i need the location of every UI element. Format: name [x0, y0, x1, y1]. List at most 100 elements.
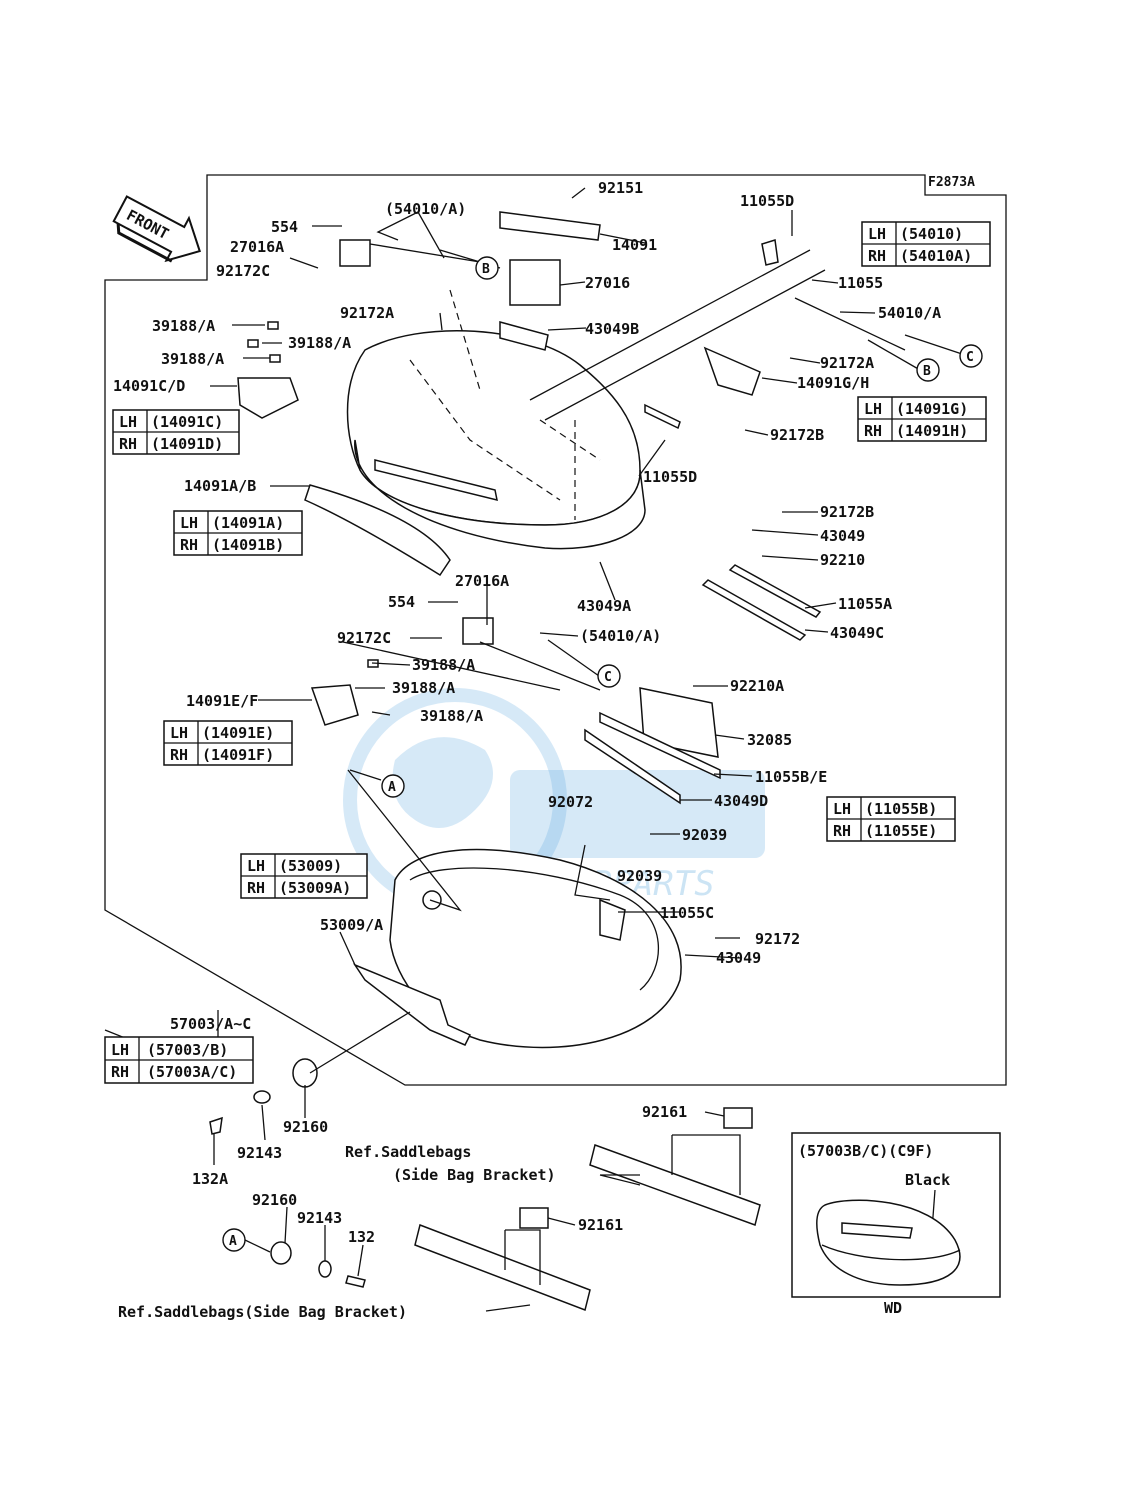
- label-54010A-top: (54010/A): [385, 200, 466, 218]
- label-92143-b: 92143: [297, 1209, 342, 1227]
- label-14091: 14091: [612, 236, 657, 254]
- label-92151: 92151: [598, 179, 643, 197]
- label-11055D-top: 11055D: [740, 192, 794, 210]
- svg-text:(14091C): (14091C): [151, 413, 223, 431]
- label-39188A-1: 39188/A: [152, 317, 215, 335]
- wire-92072: [574, 844, 611, 901]
- label-554-mid: 554: [388, 593, 415, 611]
- callout-B-top: B: [475, 256, 499, 280]
- svg-text:(14091D): (14091D): [151, 435, 223, 453]
- callout-A-mid: A: [381, 774, 405, 798]
- label-92172A-left: 92172A: [340, 304, 394, 322]
- label-14091AB: 14091A/B: [184, 477, 256, 495]
- label-53009A: 53009/A: [320, 916, 383, 934]
- label-92039-a: 92039: [682, 826, 727, 844]
- label-43049D: 43049D: [714, 792, 768, 810]
- svg-text:RH: RH: [180, 536, 198, 554]
- plate-14091: [499, 211, 601, 241]
- label-39188A-7: 39188/A: [420, 707, 483, 725]
- svg-text:(11055B): (11055B): [865, 800, 937, 818]
- svg-text:(14091G): (14091G): [896, 400, 968, 418]
- label-92072: 92072: [548, 793, 593, 811]
- label-43049B: 43049B: [585, 320, 639, 338]
- washer-92143-a: [253, 1090, 271, 1104]
- cover-14091EF: [310, 684, 359, 726]
- label-92210: 92210: [820, 551, 865, 569]
- main-frame: [104, 174, 1007, 1086]
- svg-text:C: C: [966, 350, 974, 365]
- rods-54010: [369, 243, 906, 351]
- svg-text:LH: LH: [119, 413, 137, 431]
- table-14091E: LH (14091E) RH (14091F): [163, 720, 293, 766]
- svg-text:RH: RH: [111, 1063, 129, 1081]
- label-92161-a: 92161: [642, 1103, 687, 1121]
- label-27016A-top: 27016A: [230, 238, 284, 256]
- rod-54010-mid: [342, 641, 601, 691]
- bar-43049C: [728, 564, 822, 618]
- label-132: 132: [348, 1228, 375, 1246]
- label-ref-saddlebags-1b: (Side Bag Bracket): [393, 1166, 556, 1184]
- svg-text:B: B: [482, 262, 490, 277]
- label-11055A: 11055A: [838, 595, 892, 613]
- label-39188A-3: 39188/A: [161, 350, 224, 368]
- label-54010A-mid: (54010/A): [580, 627, 661, 645]
- bracket-11055D-top: [761, 239, 779, 266]
- table-14091G: LH (14091G) RH (14091H): [857, 396, 987, 442]
- svg-text:(57003/B): (57003/B): [147, 1041, 228, 1059]
- svg-text:LH: LH: [111, 1041, 129, 1059]
- table-54010: LH (54010) RH (54010A): [861, 221, 991, 267]
- label-43049-low: 43049: [716, 949, 761, 967]
- label-32085: 32085: [747, 731, 792, 749]
- table-11055B: LH (11055B) RH (11055E): [826, 796, 956, 842]
- svg-text:(54010): (54010): [900, 225, 963, 243]
- label-14091GH: 14091G/H: [797, 374, 869, 392]
- svg-text:(14091A): (14091A): [212, 514, 284, 532]
- svg-text:LH: LH: [170, 724, 188, 742]
- latch-27016A-mid: [462, 617, 494, 645]
- pad-92161-b: [519, 1207, 549, 1229]
- svg-text:(54010A): (54010A): [900, 247, 972, 265]
- label-39188A-6: 39188/A: [392, 679, 455, 697]
- label-92172C-top: 92172C: [216, 262, 270, 280]
- svg-text:C: C: [604, 670, 612, 685]
- label-43049C: 43049C: [830, 624, 884, 642]
- svg-text:RH: RH: [247, 879, 265, 897]
- svg-text:LH: LH: [864, 400, 882, 418]
- lock-27016: [509, 259, 561, 306]
- figure-code: F2873A: [928, 175, 975, 190]
- svg-text:RH: RH: [170, 746, 188, 764]
- label-92039-b: 92039: [617, 867, 662, 885]
- grommet-92160-a: [292, 1058, 318, 1088]
- callout-C-mid: C: [597, 664, 621, 688]
- label-39188A-2: 39188/A: [288, 334, 351, 352]
- bolt-132A: [209, 1116, 223, 1135]
- label-57003A-C: 57003/A~C: [170, 1015, 251, 1033]
- label-92172C-mid: 92172C: [337, 629, 391, 647]
- svg-text:A: A: [388, 780, 396, 795]
- label-27016A-mid: 27016A: [455, 572, 509, 590]
- label-ref-saddlebags-2: Ref.Saddlebags(Side Bag Bracket): [118, 1303, 407, 1321]
- svg-text:(57003A/C): (57003A/C): [147, 1063, 237, 1081]
- svg-text:RH: RH: [864, 422, 882, 440]
- inset-color: Black: [905, 1171, 950, 1189]
- support-rod: [529, 249, 826, 421]
- label-92143-a: 92143: [237, 1144, 282, 1162]
- label-132A: 132A: [192, 1170, 228, 1188]
- label-11055C: 11055C: [660, 904, 714, 922]
- inset-title: (57003B/C)(C9F): [798, 1142, 933, 1160]
- label-43049: 43049: [820, 527, 865, 545]
- callout-A-low: A: [222, 1228, 246, 1252]
- table-57003: LH (57003/B) RH (57003A/C): [104, 1036, 254, 1084]
- svg-text:RH: RH: [833, 822, 851, 840]
- plate-32085: [639, 687, 719, 758]
- inset-box: (57003B/C)(C9F) Black WD: [791, 1132, 1001, 1317]
- table-53009: LH (53009) RH (53009A): [240, 853, 368, 899]
- inset-code: WD: [884, 1299, 902, 1317]
- latch-27016A-top: [339, 239, 371, 267]
- svg-text:(14091E): (14091E): [202, 724, 274, 742]
- pad-92161-a: [723, 1107, 753, 1129]
- svg-text:(14091H): (14091H): [896, 422, 968, 440]
- label-92172B-b: 92172B: [820, 503, 874, 521]
